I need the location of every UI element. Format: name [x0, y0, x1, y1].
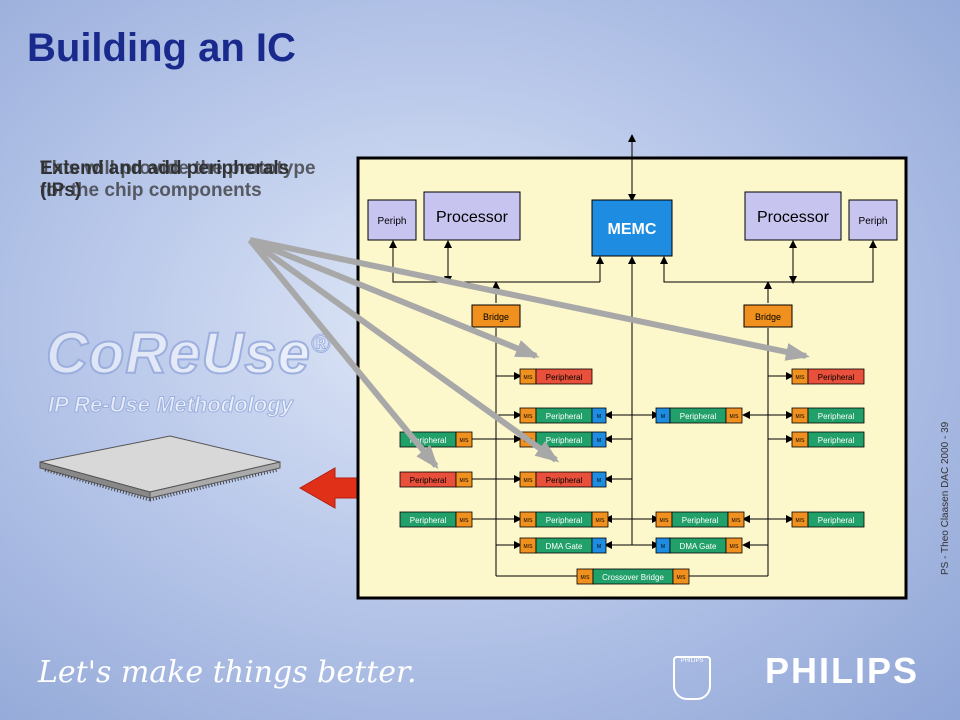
- port-ms-tag: [725, 537, 743, 554]
- port-m-label: M: [597, 544, 601, 550]
- chip-icon: [39, 435, 281, 502]
- port-ms-label: M/S: [730, 544, 740, 550]
- port-ms-tag: [725, 407, 743, 424]
- port-ms-label: M/S: [730, 414, 740, 420]
- block-peripheral-7: [807, 431, 865, 448]
- bridge-right-label: Bridge: [755, 312, 781, 322]
- port-ms-tag: [455, 471, 473, 488]
- caption-prototype: This will provide the prototype for the …: [40, 158, 316, 201]
- port-ms-label: M/S: [677, 575, 687, 581]
- memc-label: MEMC: [608, 221, 657, 238]
- block-crossover-bridge-label: Crossover Bridge: [602, 573, 664, 582]
- processor-right-label: Processor: [757, 209, 830, 226]
- block-peripheral-0: [535, 368, 593, 385]
- processor-left-box: [423, 191, 521, 241]
- port-m-label: M: [661, 544, 665, 550]
- block-dma-gate-label: DMA Gate: [546, 542, 583, 551]
- periph-left-label: Periph: [378, 216, 407, 227]
- port-ms-label: M/S: [524, 518, 534, 524]
- periph-left-box: [367, 199, 417, 241]
- block-peripheral-label: Peripheral: [546, 373, 583, 382]
- port-m-label: M: [597, 414, 601, 420]
- port-ms-label: M/S: [460, 518, 470, 524]
- port-ms-label: M/S: [524, 544, 534, 550]
- bridge-left-label: Bridge: [483, 312, 509, 322]
- block-peripheral-label: Peripheral: [410, 476, 447, 485]
- block-peripheral-label: Peripheral: [410, 516, 447, 525]
- side-note: PS - Theo Claasen DAC 2000 - 39: [940, 421, 951, 575]
- block-peripheral-label: Peripheral: [546, 412, 583, 421]
- block-peripheral-label: Peripheral: [682, 516, 719, 525]
- block-peripheral-label: Peripheral: [680, 412, 717, 421]
- port-ms-label: M/S: [460, 478, 470, 484]
- memc-box: [591, 199, 673, 257]
- port-m-tag: [591, 537, 607, 554]
- port-ms-label: M/S: [660, 518, 670, 524]
- port-ms-label: M/S: [581, 575, 591, 581]
- port-ms-label: M/S: [524, 478, 534, 484]
- port-m-label: M: [597, 438, 601, 444]
- philips-shield-icon: PHILIPS: [673, 656, 711, 700]
- coreuse-logo-watermark: CoReUse®: [45, 320, 331, 387]
- port-m-tag: [591, 407, 607, 424]
- slide-title: Building an IC: [27, 26, 296, 70]
- port-ms-tag: [591, 511, 609, 528]
- port-ms-label: M/S: [460, 438, 470, 444]
- port-ms-label: M/S: [796, 375, 806, 381]
- port-ms-label: M/S: [796, 518, 806, 524]
- port-ms-tag: [455, 511, 473, 528]
- caption-extend: Extend and add peripherals (IPs): [40, 158, 290, 201]
- port-ms-label: M/S: [796, 414, 806, 420]
- block-dma-gate-label: DMA Gate: [680, 542, 717, 551]
- block-peripheral-label: Peripheral: [818, 516, 855, 525]
- bridge-left-box: [471, 304, 521, 328]
- block-peripheral-4: [807, 407, 865, 424]
- block-peripheral-label: Peripheral: [410, 436, 447, 445]
- port-m-tag: [591, 471, 607, 488]
- port-ms-label: M/S: [524, 414, 534, 420]
- processor-right-box: [744, 191, 842, 241]
- top-bus-lines: [389, 240, 877, 577]
- processor-left-label: Processor: [436, 209, 509, 226]
- port-ms-tag: [672, 568, 690, 585]
- port-ms-label: M/S: [732, 518, 742, 524]
- slogan: Let's make things better.: [38, 655, 417, 690]
- philips-shield-text: PHILIPS: [680, 658, 704, 664]
- red-arrow-icon: [298, 467, 361, 509]
- port-ms-tag: [455, 431, 473, 448]
- block-peripheral-label: Peripheral: [546, 516, 583, 525]
- block-peripheral-1: [807, 368, 865, 385]
- block-peripheral-13: [807, 511, 865, 528]
- philips-brand: PHILIPS: [765, 650, 920, 691]
- callout-arrows: [247, 237, 810, 470]
- port-ms-label: M/S: [796, 438, 806, 444]
- port-ms-tag: [727, 511, 745, 528]
- block-peripheral-label: Peripheral: [546, 476, 583, 485]
- block-peripheral-label: Peripheral: [546, 436, 583, 445]
- block-peripheral-label: Peripheral: [818, 412, 855, 421]
- periph-right-box: [848, 199, 898, 241]
- coreuse-logo-text: CoReUse: [45, 320, 311, 387]
- block-peripheral-label: Peripheral: [818, 436, 855, 445]
- block-peripheral-label: Peripheral: [818, 373, 855, 382]
- port-m-tag: [591, 431, 607, 448]
- port-m-label: M: [661, 414, 665, 420]
- bridge-right-box: [743, 304, 793, 328]
- coreuse-subtitle: IP Re-Use Methodology: [48, 392, 294, 418]
- periph-right-label: Periph: [859, 216, 888, 227]
- port-m-label: M: [597, 478, 601, 484]
- port-ms-label: M/S: [596, 518, 606, 524]
- port-ms-label: M/S: [524, 375, 534, 381]
